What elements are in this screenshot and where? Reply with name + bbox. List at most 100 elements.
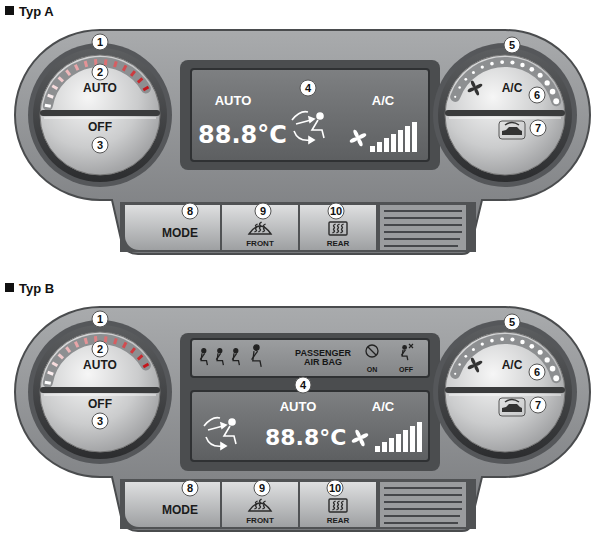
heat-wave [332, 501, 335, 510]
callout-number: 8 [182, 203, 199, 220]
fan-speed-bar [396, 434, 401, 452]
fan-scale-dot [538, 73, 543, 78]
temperature-scale-mark [115, 338, 117, 344]
fan-scale-dot [464, 78, 467, 81]
vent-grille [380, 205, 466, 250]
fan-speed-bar [410, 426, 415, 452]
scale-band [48, 62, 146, 106]
knob-face [40, 55, 160, 175]
panel-b [15, 307, 590, 531]
fan-blade [467, 363, 476, 370]
icon-frame [499, 398, 525, 416]
belt-strap [252, 351, 258, 359]
occupant-body [217, 353, 223, 365]
button-label: REAR [327, 240, 350, 248]
display-recess [180, 60, 440, 170]
fan-scale-dot [538, 350, 543, 355]
button-label: MODE [162, 504, 198, 516]
ac-label: A/C [502, 82, 523, 94]
fan-scale-dot [510, 337, 514, 341]
fan-speed-bar [403, 430, 408, 452]
foot-arrowhead [221, 443, 226, 449]
button-label: REAR [327, 517, 350, 525]
fan-scale-dot [500, 337, 504, 341]
windshield-line [292, 112, 308, 120]
indicator-screen [191, 339, 429, 377]
variant-heading: Typ B [19, 282, 54, 295]
auto-label: AUTO [83, 359, 117, 371]
rear-defrost-icon [329, 499, 347, 512]
face-arrowhead [309, 117, 314, 122]
fan-blade [470, 357, 477, 366]
fan-scale-dot [545, 357, 550, 362]
airbag-on-icon [366, 345, 378, 357]
groove-highlight [44, 395, 156, 396]
callout-number: 10 [328, 203, 345, 220]
mode-button: MODE [125, 482, 220, 527]
temperature-scale-mark [75, 342, 78, 347]
temperature-scale-mark [75, 65, 78, 70]
icon-cross [409, 344, 413, 348]
fan-speed-bar [417, 422, 422, 452]
airbag-indicator: PASSENGER AIR BAGONOFF [190, 338, 430, 378]
occupant-body [201, 353, 207, 365]
occupant-body [233, 353, 239, 365]
temperature-scale-mark [138, 78, 143, 82]
callout-number: 6 [529, 87, 546, 104]
seatbelt-icon [232, 349, 239, 365]
on-label: ON [367, 366, 378, 373]
callout-number: 9 [254, 480, 271, 497]
fan-scale-dot [550, 89, 556, 95]
callout-number: 6 [529, 364, 546, 381]
lcd-display: AUTO88.8°CA/C [190, 390, 430, 462]
heat-wave [336, 501, 339, 510]
display-recess [180, 333, 440, 471]
belt-strap [200, 353, 205, 359]
heading-square [5, 6, 14, 15]
button-label: FRONT [246, 517, 274, 525]
ac-indicator: A/C [372, 400, 394, 413]
car-body [502, 404, 522, 412]
auto-indicator: AUTO [215, 94, 252, 107]
heat-wave [254, 224, 257, 232]
fan-scale-dot [529, 344, 534, 349]
off-label: OFF [88, 398, 112, 410]
callout-number: 2 [92, 64, 109, 81]
fan-scale-dot [500, 60, 504, 64]
fan-scale-dot [550, 366, 556, 372]
panel-a [15, 30, 590, 254]
seatbelt-icon [200, 349, 207, 365]
face-airflow [208, 426, 223, 430]
airbag-off-icon [401, 344, 413, 360]
callout-number: 5 [504, 37, 521, 54]
fan-scale-dot [520, 63, 524, 67]
car-body [502, 127, 522, 135]
temperature-scale-mark [66, 70, 70, 75]
temperature-scale-mark [131, 348, 135, 353]
button-strip [120, 202, 476, 252]
fan-speed-bar [375, 446, 380, 452]
fan-knob: A/C [437, 47, 573, 183]
temperature-scale-mark [143, 364, 148, 367]
icon-slash [368, 347, 376, 355]
fan-blade [354, 429, 361, 439]
fan-speed-bar [412, 122, 417, 152]
callout-number: 8 [182, 480, 199, 497]
knob-groove [40, 110, 160, 116]
airbag-label: PASSENGER AIR BAG [288, 349, 358, 368]
fan-blade [356, 137, 363, 147]
temperature-readout: 88.8°C [265, 427, 346, 449]
off-label: OFF [88, 121, 112, 133]
groove-highlight [449, 118, 561, 119]
callout-number: 9 [255, 203, 272, 220]
button-label: FRONT [246, 240, 274, 248]
fan-scale-dot [481, 65, 484, 68]
belt-strap [401, 350, 405, 356]
fan-scale-dot [553, 375, 559, 381]
fan-blade [352, 129, 359, 139]
rear-window [329, 499, 347, 512]
fan-scale-dot [464, 355, 467, 358]
occupant-head [229, 419, 235, 425]
grille-slats [384, 488, 462, 523]
